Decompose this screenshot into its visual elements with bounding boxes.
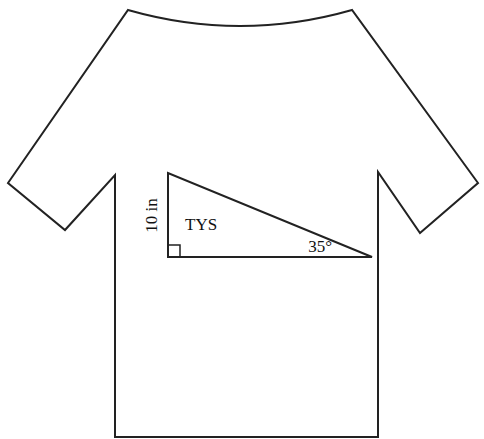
figure-label: TYS	[185, 216, 217, 233]
angle-label: 35°	[308, 238, 332, 255]
dimension-label: 10 in	[142, 198, 159, 232]
triangle-shape: TYS 35°	[166, 171, 376, 261]
